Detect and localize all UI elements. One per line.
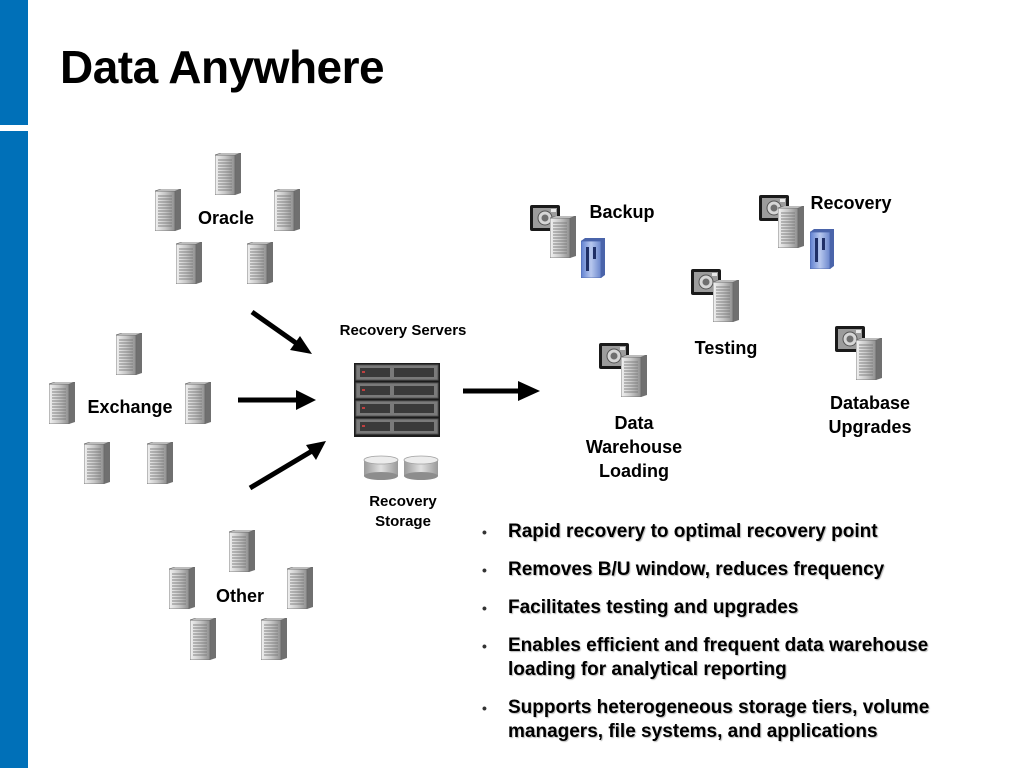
list-item: • Removes B/U window, reduces frequency xyxy=(480,558,1000,582)
server-icon xyxy=(713,280,739,322)
server-rack-icon xyxy=(354,363,440,437)
tape-library-icon xyxy=(581,238,605,278)
bullet-icon: • xyxy=(482,700,487,716)
sidebar-accent-bar-top xyxy=(0,0,28,125)
list-item: • Enables efficient and frequent data war… xyxy=(480,634,1000,682)
recovery-label: Recovery xyxy=(810,193,892,213)
tape-library-icon xyxy=(810,229,834,269)
benefits-list: • Rapid recovery to optimal recovery poin… xyxy=(480,520,1000,758)
server-icon xyxy=(778,206,804,248)
arrow-icon xyxy=(463,381,540,401)
arrow-icon xyxy=(248,441,326,491)
bullet-icon: • xyxy=(482,562,487,578)
bullet-icon: • xyxy=(482,524,487,540)
disk-icon xyxy=(363,455,399,481)
server-icon xyxy=(550,216,576,258)
oracle-label: Oracle xyxy=(197,208,255,228)
list-item-text: Enables efficient and frequent data ware… xyxy=(508,635,929,680)
testing-label: Testing xyxy=(694,338,758,358)
data-warehouse-label: Data Warehouse Loading xyxy=(585,413,683,481)
list-item: • Rapid recovery to optimal recovery poin… xyxy=(480,520,1000,544)
other-label: Other xyxy=(215,586,264,606)
sidebar-accent-bar-bottom xyxy=(0,131,28,768)
list-item: • Supports heterogeneous storage tiers, v… xyxy=(480,696,1000,744)
slide-title: Data Anywhere xyxy=(60,41,385,93)
server-icon xyxy=(621,355,647,397)
list-item: • Facilitates testing and upgrades xyxy=(480,596,1000,620)
bullet-icon: • xyxy=(482,638,487,654)
server-icon xyxy=(856,338,882,380)
list-item-text: Rapid recovery to optimal recovery point xyxy=(508,521,878,542)
disk-icon xyxy=(403,455,439,481)
backup-label: Backup xyxy=(589,202,655,222)
recovery-storage-label: Recovery Storage xyxy=(369,493,437,530)
list-item-text: Supports heterogeneous storage tiers, vo… xyxy=(508,697,930,742)
list-item-text: Facilitates testing and upgrades xyxy=(508,597,799,618)
bullet-icon: • xyxy=(482,600,487,616)
arrow-icon xyxy=(250,309,312,354)
exchange-label: Exchange xyxy=(87,397,173,417)
list-item-text: Removes B/U window, reduces frequency xyxy=(508,559,885,580)
recovery-servers-label: Recovery Servers xyxy=(339,322,467,339)
arrow-icon xyxy=(238,390,316,410)
database-upgrades-label: Database Upgrades xyxy=(828,393,912,437)
